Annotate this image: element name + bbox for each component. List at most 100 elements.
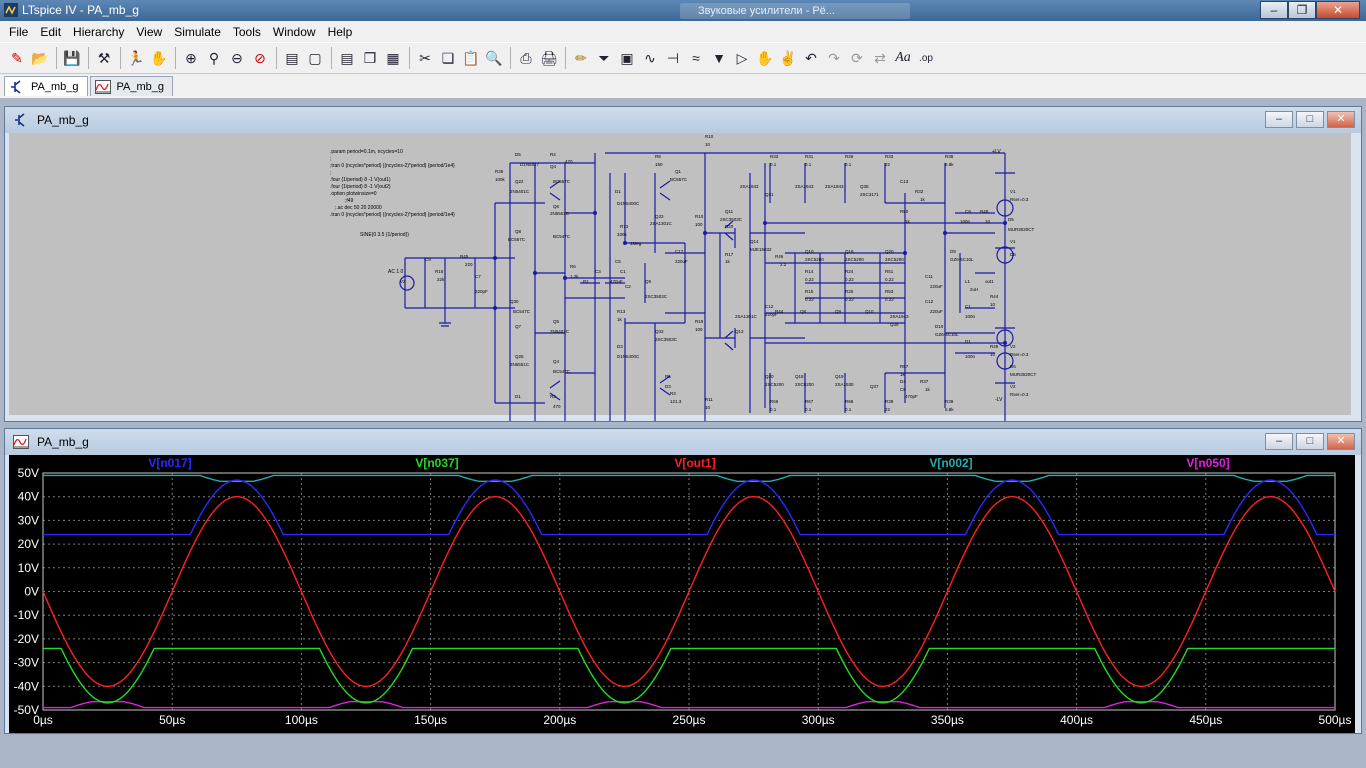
part-label[interactable]: 220uF xyxy=(930,309,943,314)
part-label[interactable]: C3 xyxy=(595,269,601,274)
part-label[interactable]: 10 xyxy=(705,142,711,147)
part-label[interactable]: 2SA1930 xyxy=(835,382,854,387)
part-label[interactable]: R20 xyxy=(725,224,734,229)
copy-icon[interactable]: ❏ xyxy=(441,49,455,66)
part-label[interactable]: R16 xyxy=(435,269,444,274)
part-label[interactable]: R44 xyxy=(775,309,784,314)
part-label[interactable]: Q30 xyxy=(765,374,774,379)
part-label[interactable]: 1k xyxy=(725,259,731,264)
part-label[interactable]: R68 xyxy=(845,399,854,404)
spice-directive-icon[interactable]: .op xyxy=(919,52,933,64)
part-label[interactable]: Rser=0.3 xyxy=(1010,392,1029,397)
part-label[interactable]: 2SA1301C xyxy=(650,221,673,226)
tile-horizontal-icon[interactable]: ▤ xyxy=(340,49,354,66)
spice-directive[interactable]: .four {1/period} 8 -1 V(out2) xyxy=(330,184,391,190)
part-label[interactable]: 100 xyxy=(695,222,703,227)
part-label[interactable]: R14 xyxy=(805,269,814,274)
part-label[interactable]: C12 xyxy=(925,299,934,304)
text-icon[interactable]: Aa xyxy=(895,50,911,65)
spice-directive[interactable]: .tran 0 {ncycles*period} {(ncycles-2)*pe… xyxy=(330,212,455,218)
part-label[interactable]: R73 xyxy=(620,224,629,229)
part-label[interactable]: Q25 xyxy=(515,354,524,359)
part-label[interactable]: Q22 xyxy=(515,179,524,184)
spice-directive[interactable]: ;tran 0 {ncycles*period} {(ncycles-2)*pe… xyxy=(330,163,455,169)
part-label[interactable]: 100n xyxy=(965,314,976,319)
part-label[interactable]: 470uF xyxy=(610,279,623,284)
part-label[interactable]: R33 xyxy=(770,154,779,159)
part-label[interactable]: D5 xyxy=(1008,217,1014,222)
part-label[interactable]: 6.8k xyxy=(945,162,954,167)
part-label[interactable]: D1 xyxy=(965,339,971,344)
part-label[interactable]: 220uF xyxy=(930,284,943,289)
part-label[interactable]: R31 xyxy=(805,154,814,159)
resistor-icon[interactable]: ∿ xyxy=(644,49,656,66)
part-label[interactable]: R32 xyxy=(915,189,924,194)
zoom-full-icon[interactable]: ▢ xyxy=(308,49,322,66)
spice-directive[interactable]: .four {1/period} 8 -1 V(out1) xyxy=(330,177,391,183)
part-label[interactable]: 0.22 xyxy=(885,277,894,282)
part-label[interactable]: 1k xyxy=(900,372,906,377)
part-label[interactable]: Q10 xyxy=(805,249,814,254)
part-label[interactable]: 6.8k xyxy=(945,407,954,412)
part-label[interactable]: 1k xyxy=(905,219,911,224)
part-label[interactable]: R50 xyxy=(900,209,909,214)
part-label[interactable]: R1 xyxy=(583,279,589,284)
part-label[interactable]: 1k xyxy=(617,317,623,322)
part-label[interactable]: R24 xyxy=(845,269,854,274)
part-label[interactable]: V1 xyxy=(1010,239,1016,244)
undo-icon[interactable]: ↶ xyxy=(805,49,817,66)
part-label[interactable]: out1 xyxy=(985,279,994,284)
part-label[interactable]: R8 xyxy=(655,154,661,159)
part-label[interactable]: V2 xyxy=(1010,344,1016,349)
part-label[interactable]: D1N5400C xyxy=(617,354,640,359)
part-label[interactable]: 220pF xyxy=(475,289,488,294)
print-setup-icon[interactable]: ⎙ xyxy=(520,49,532,66)
part-label[interactable]: 2SA1943 xyxy=(740,184,759,189)
close-button[interactable]: ✕ xyxy=(1327,433,1355,450)
part-label[interactable]: 2N5551C xyxy=(550,211,570,216)
part-label[interactable]: Q5 xyxy=(553,319,560,324)
part-label[interactable]: Q4 xyxy=(550,164,557,169)
part-label[interactable]: R6 xyxy=(570,264,576,269)
part-label[interactable]: C11 xyxy=(925,274,933,279)
part-label[interactable]: MUR3020CT xyxy=(1010,372,1037,377)
mirror-icon[interactable]: ⇄ xyxy=(874,49,886,66)
draw-wire-icon[interactable]: ✏ xyxy=(575,49,587,66)
part-label[interactable]: Q33 xyxy=(655,214,664,219)
part-label[interactable]: 330k xyxy=(617,232,628,237)
part-label[interactable]: V2 xyxy=(1010,384,1016,389)
part-label[interactable]: 220uF xyxy=(675,259,688,264)
part-label[interactable]: R15 xyxy=(805,289,814,294)
part-label[interactable]: R11 xyxy=(705,397,713,402)
part-label[interactable]: Q31 xyxy=(765,192,774,197)
part-label[interactable]: 22 xyxy=(885,162,891,167)
pan-icon[interactable]: ⚲ xyxy=(208,49,220,66)
component-icon[interactable]: ▷ xyxy=(736,49,748,66)
drag-hand-icon[interactable]: ✌ xyxy=(779,49,797,66)
part-label[interactable]: R51 xyxy=(885,269,894,274)
part-label[interactable]: BC547C xyxy=(513,309,531,314)
open-folder-icon[interactable]: 📂 xyxy=(31,49,49,66)
part-label[interactable]: R36 xyxy=(495,169,504,174)
menu-help[interactable]: Help xyxy=(327,24,353,39)
part-label[interactable]: D1N5817 xyxy=(520,162,540,167)
part-label[interactable]: GZ6-5C10L xyxy=(950,257,974,262)
part-label[interactable]: R10 xyxy=(695,214,704,219)
part-label[interactable]: 0.1 xyxy=(805,407,812,412)
part-label[interactable]: 2SC5200 xyxy=(805,257,824,262)
part-label[interactable]: 0.1 xyxy=(845,162,852,167)
menu-edit[interactable]: Edit xyxy=(40,24,62,39)
part-label[interactable]: D4 xyxy=(900,379,906,384)
part-label[interactable]: R37 xyxy=(920,379,929,384)
menu-window[interactable]: Window xyxy=(272,24,316,39)
part-label[interactable]: 2SC5200 xyxy=(765,382,784,387)
menu-file[interactable]: File xyxy=(9,24,29,39)
part-label[interactable]: D3 xyxy=(665,384,671,389)
part-label[interactable]: D1 xyxy=(615,189,621,194)
part-label[interactable]: 2SA1301C xyxy=(735,314,758,319)
part-label[interactable]: D5 xyxy=(515,152,521,157)
part-label[interactable]: R38 xyxy=(945,154,954,159)
part-label[interactable]: C9 xyxy=(425,257,431,262)
part-label[interactable]: 150 xyxy=(655,162,663,167)
spice-directive[interactable]: .option plotwinsize=0 xyxy=(330,191,377,197)
